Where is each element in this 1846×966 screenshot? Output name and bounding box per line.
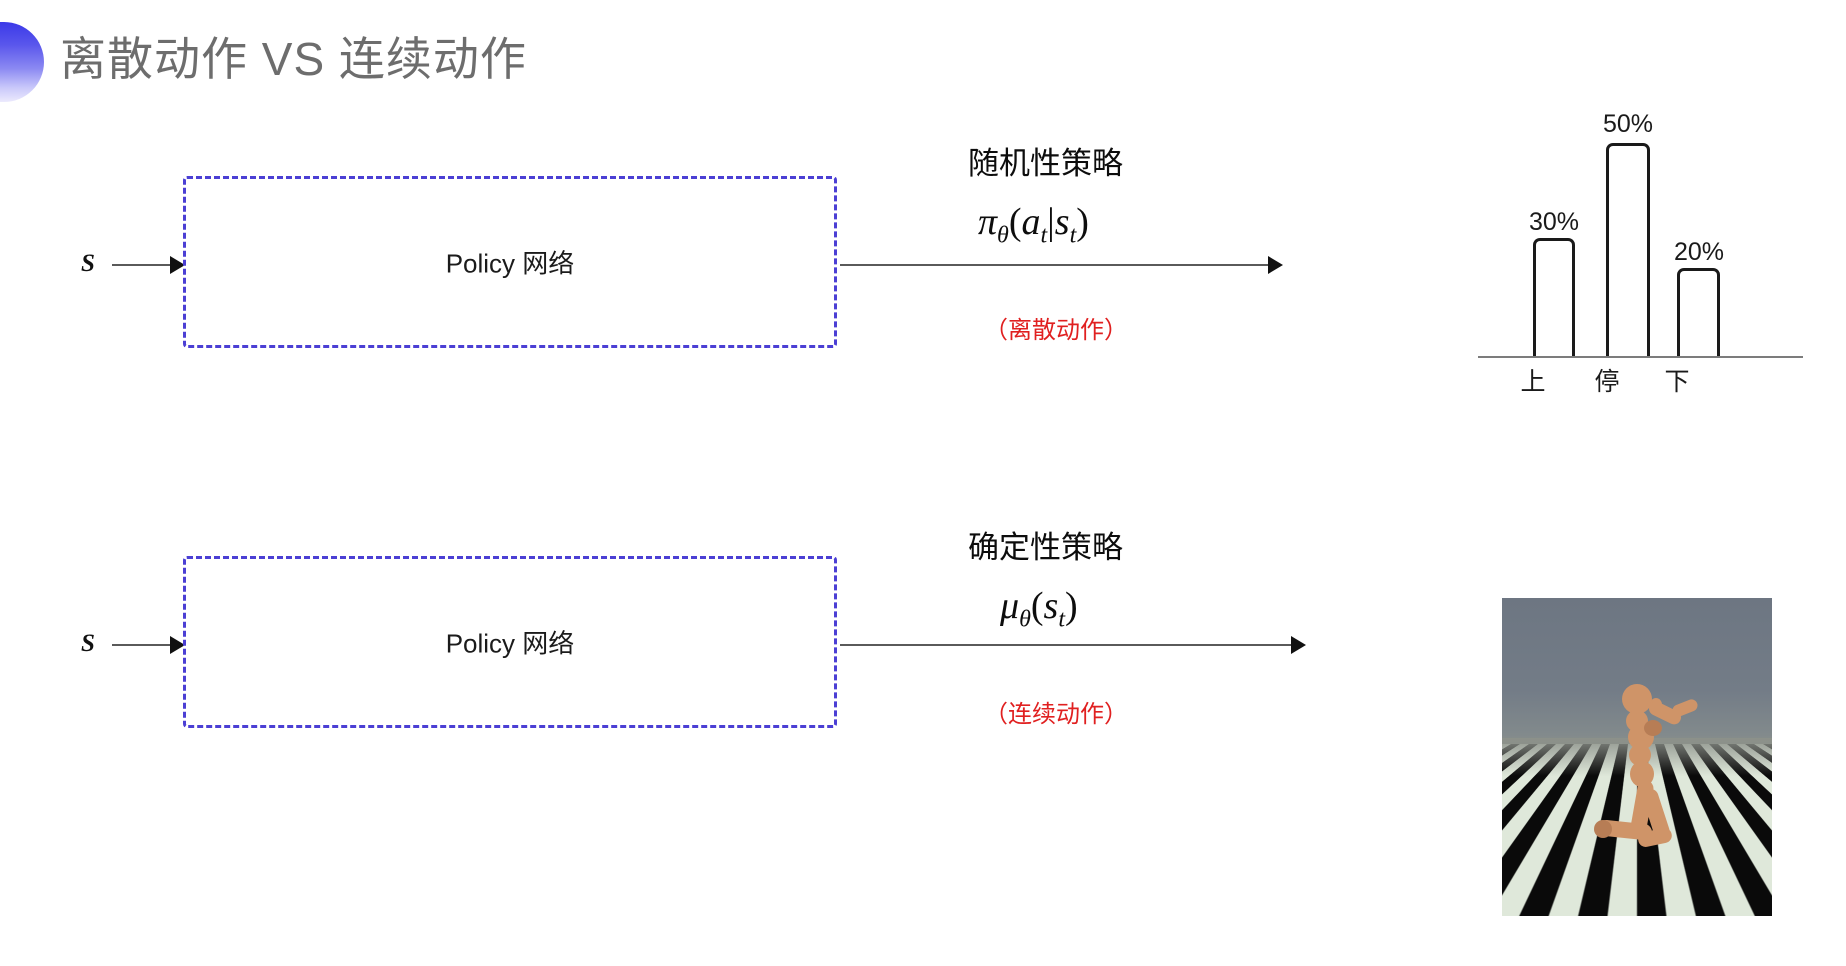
formula-theta-subscript: θ <box>997 222 1009 249</box>
policy-network-box-row2[interactable]: Policy 网络 <box>183 556 837 728</box>
bar-category-stop: 停 <box>1594 368 1620 396</box>
formula-mu-symbol: μ <box>1000 585 1020 627</box>
policy-type-label-row2: 确定性策略 <box>968 530 1123 565</box>
action-type-tag-row2: （连续动作） <box>984 701 1128 728</box>
formula-state-symbol-2: s <box>1043 585 1059 627</box>
formula-pi-symbol: π <box>978 201 998 243</box>
state-input-label-row1: S <box>81 250 95 277</box>
input-arrow-head-row1 <box>170 256 185 274</box>
formula-paren-open-2: ( <box>1030 585 1044 627</box>
bar-value-up: 30% <box>1528 208 1580 236</box>
policy-network-label-row1: Policy 网络 <box>445 248 575 279</box>
policy-type-label-row1: 随机性策略 <box>968 146 1123 181</box>
humanoid-head <box>1622 684 1652 714</box>
output-arrow-line-row1 <box>840 264 1272 266</box>
bar-down <box>1677 268 1720 356</box>
page-title: 离散动作 VS 连续动作 <box>60 33 527 85</box>
humanoid-left-foot <box>1594 820 1612 838</box>
state-input-label-row2: S <box>81 630 95 657</box>
policy-formula-row2: μθ(st) <box>1000 584 1078 634</box>
policy-network-box-row1[interactable]: Policy 网络 <box>183 176 837 348</box>
formula-theta-subscript-2: θ <box>1019 606 1031 633</box>
formula-action-symbol: a <box>1021 201 1041 243</box>
formula-state-subscript: t <box>1069 222 1077 249</box>
input-arrow-head-row2 <box>170 636 185 654</box>
input-arrow-line-row2 <box>112 644 174 646</box>
formula-action-subscript: t <box>1040 222 1048 249</box>
formula-state-symbol: s <box>1054 201 1070 243</box>
chart-baseline-axis <box>1478 356 1803 358</box>
bar-stop <box>1606 143 1650 356</box>
formula-paren-close-2: ) <box>1065 585 1078 627</box>
bar-category-up: 上 <box>1520 368 1546 396</box>
input-arrow-line-row1 <box>112 264 174 266</box>
bar-category-down: 下 <box>1664 368 1690 396</box>
humanoid-left-arm <box>1644 720 1662 736</box>
output-arrow-head-row1 <box>1268 256 1283 274</box>
formula-conditional-bar: | <box>1047 201 1055 243</box>
policy-network-label-row2: Policy 网络 <box>445 628 575 659</box>
action-type-tag-row1: （离散动作） <box>984 317 1128 344</box>
title-accent-shape <box>0 22 44 102</box>
bar-up <box>1533 238 1575 356</box>
formula-paren-close: ) <box>1076 201 1089 243</box>
bar-value-down: 20% <box>1673 238 1725 266</box>
output-arrow-line-row2 <box>840 644 1295 646</box>
bar-value-stop: 50% <box>1602 110 1654 138</box>
humanoid-abdomen <box>1629 744 1651 766</box>
formula-paren-open: ( <box>1008 201 1022 243</box>
action-probability-bar-chart: 30% 50% 20% <box>1478 110 1803 358</box>
policy-formula-row1: πθ(at|st) <box>978 200 1089 250</box>
output-arrow-head-row2 <box>1291 636 1306 654</box>
humanoid-simulation-image <box>1502 598 1772 916</box>
formula-state-subscript-2: t <box>1058 606 1065 633</box>
